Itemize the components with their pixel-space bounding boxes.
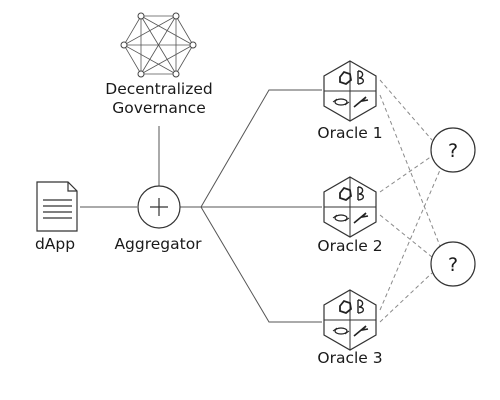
dashed-o3-q1 [379, 169, 441, 311]
dapp-label: dApp [34, 235, 76, 253]
oracle-hexagon-icon [323, 289, 377, 351]
oracle-3-label: Oracle 3 [317, 349, 383, 367]
dashed-o1-q2 [379, 94, 441, 247]
dashed-o2-q2 [379, 214, 433, 258]
dashed-o3-q2 [379, 272, 433, 323]
aggregator-label: Aggregator [114, 235, 202, 253]
oracle-hexagon-icon [323, 176, 377, 238]
governance-label: Decentralized Governance [105, 80, 212, 118]
governance-label-line2: Governance [112, 99, 206, 117]
unknown-source-1-label: ? [448, 140, 458, 162]
document-icon [36, 181, 78, 232]
network-mesh-icon [120, 12, 197, 78]
aggregator-to-oracle3-line [200, 206, 322, 323]
oracle-1-label: Oracle 1 [317, 124, 383, 142]
oracle-hexagon-icon [323, 60, 377, 122]
oracle-2-label: Oracle 2 [317, 237, 383, 255]
dashed-links [379, 79, 441, 323]
unknown-source-2-label: ? [448, 254, 458, 276]
governance-label-line1: Decentralized [105, 80, 213, 98]
unknown-source-1: ? [430, 127, 476, 173]
unknown-source-2: ? [430, 241, 476, 287]
dashed-o1-q1 [379, 79, 433, 141]
dashed-o2-q1 [379, 155, 433, 193]
plus-circle-icon [137, 185, 181, 229]
aggregator-to-oracle1-line [180, 89, 322, 208]
connectors [80, 89, 322, 323]
